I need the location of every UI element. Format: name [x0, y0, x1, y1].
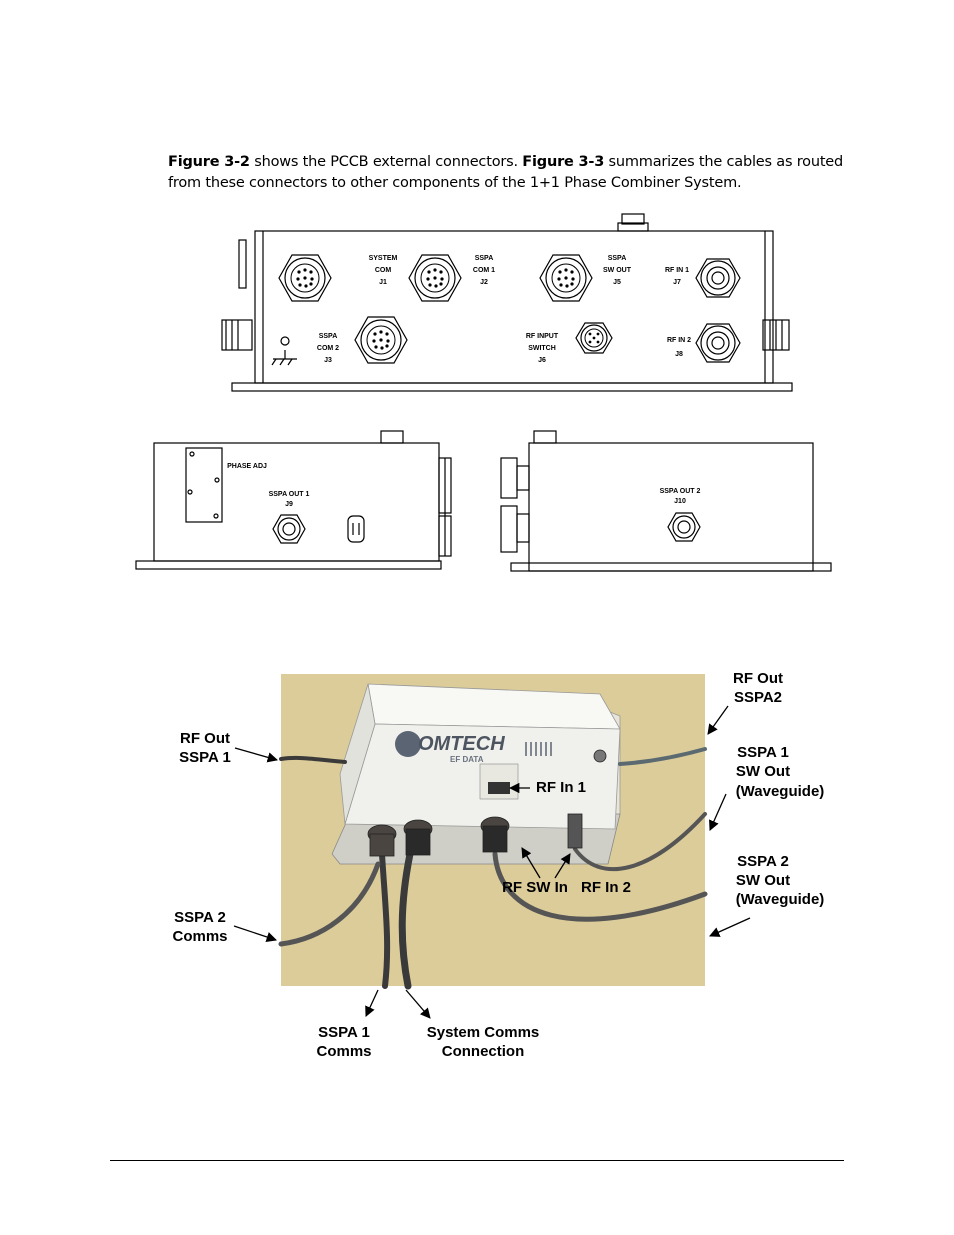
label-j5-line1: SSPA	[608, 255, 627, 262]
label-j3-line1: SSPA	[319, 333, 338, 340]
label-j2-line3: J2	[480, 279, 488, 286]
label-j7-line2: J7	[673, 279, 681, 286]
label-j8-line2: J8	[675, 351, 683, 358]
callout-rf-in-1: RF In 1	[536, 779, 586, 796]
label-j1-line1: SYSTEM	[369, 255, 398, 262]
footer-rule	[110, 1160, 844, 1161]
cable-sspa1-sw-out	[573, 812, 707, 872]
label-phase-adj: PHASE ADJ	[227, 463, 267, 470]
phase-adj-panel	[185, 447, 223, 523]
callout-rf-out-sspa1-l2: SSPA 1	[179, 749, 231, 766]
callout-rf-sw-in: RF SW In	[502, 879, 568, 896]
connector-j7	[695, 258, 741, 298]
callout-sspa2-sw-out-l2: SW Out	[736, 872, 790, 889]
figure-ref-3-2[interactable]: Figure 3-2	[168, 154, 250, 170]
cable-rf-out-sspa2	[618, 747, 707, 766]
callout-system-comms-l2: Connection	[442, 1043, 525, 1060]
label-j10-line2: J10	[674, 498, 686, 505]
connector-j8	[695, 323, 741, 363]
callout-sspa1-sw-out-l3: (Waveguide)	[736, 783, 825, 800]
pccb-front-panel-drawing: SYSTEM COM J1 SSPA COM 1 J2 SSPA SW OUT …	[221, 213, 793, 392]
connector-j1	[278, 254, 332, 302]
label-j2-line2: COM 1	[473, 267, 495, 274]
cable-sspa1-comms	[379, 851, 391, 989]
callout-sspa2-comms-l1: SSPA 2	[174, 909, 226, 926]
callout-rf-out-sspa2-l2: SSPA2	[734, 689, 782, 706]
power-inlet	[347, 515, 365, 543]
intro-paragraph: Figure 3-2 shows the PCCB external conne…	[168, 152, 848, 194]
callout-sspa1-sw-out-l1: SSPA 1	[737, 744, 789, 761]
intro-text-b: summarizes the cables as routed from the…	[168, 154, 844, 191]
brand-logo-subtext: EF DATA	[450, 755, 484, 764]
callout-rf-out-sspa1-l1: RF Out	[180, 730, 230, 747]
callout-sspa1-sw-out-l2: SW Out	[736, 763, 790, 780]
label-j5-line2: SW OUT	[603, 267, 632, 274]
connector-j3	[354, 316, 408, 364]
connector-j2	[408, 254, 462, 302]
pccb-side-views-drawing: PHASE ADJ SSPA OUT 1 J9 SSPA OUT 2 J10	[135, 430, 832, 572]
brand-logo-text: OMTECH	[418, 733, 505, 755]
cable-rf-out-sspa1	[279, 755, 347, 764]
callout-sspa2-comms-l2: Comms	[172, 928, 227, 945]
connector-j6	[575, 322, 613, 354]
label-j2-line1: SSPA	[475, 255, 494, 262]
figure-ref-3-3[interactable]: Figure 3-3	[522, 154, 605, 170]
label-j3-line2: COM 2	[317, 345, 339, 352]
intro-text-a: shows the PCCB external connectors.	[249, 154, 523, 170]
comtech-globe-logo-icon	[395, 731, 421, 757]
cable-sspa2-sw-out	[492, 851, 708, 922]
callout-sspa1-comms-l1: SSPA 1	[318, 1024, 370, 1041]
label-j5-line3: J5	[613, 279, 621, 286]
label-j9-line2: J9	[285, 501, 293, 508]
label-j1-line2: COM	[375, 267, 392, 274]
callout-rf-out-sspa2-l1: RF Out	[733, 670, 783, 687]
callout-sspa1-comms-l2: Comms	[316, 1043, 371, 1060]
label-j6-line2: SWITCH	[528, 345, 556, 352]
callout-system-comms-l1: System Comms	[427, 1024, 540, 1041]
cable-sspa2-comms	[278, 861, 381, 947]
label-j9-line1: SSPA OUT 1	[269, 491, 310, 498]
callout-rf-in-2: RF In 2	[581, 879, 631, 896]
label-j10-line1: SSPA OUT 2	[660, 488, 701, 495]
connector-j10	[667, 512, 701, 542]
pccb-cable-photo-figure: OMTECH EF DATA RF	[172, 670, 825, 1060]
label-j8-line1: RF IN 2	[667, 337, 691, 344]
label-j6-line1: RF INPUT	[526, 333, 559, 340]
callout-sspa2-sw-out-l1: SSPA 2	[737, 853, 789, 870]
label-j3-line3: J3	[324, 357, 332, 364]
connector-j9	[272, 514, 306, 544]
label-j6-line3: J6	[538, 357, 546, 364]
label-j1-line3: J1	[379, 279, 387, 286]
callout-sspa2-sw-out-l3: (Waveguide)	[736, 891, 825, 908]
cable-system-comms	[398, 850, 414, 990]
connector-j5	[539, 254, 593, 302]
label-j7-line1: RF IN 1	[665, 267, 689, 274]
